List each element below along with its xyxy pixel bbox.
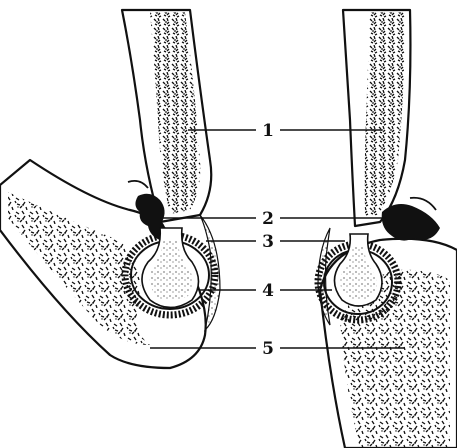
label-1: 1: [262, 121, 274, 141]
number-labels: 1 2 3 4 5: [262, 121, 274, 359]
right-elbow: [318, 10, 457, 448]
right-fat-pad: [382, 204, 440, 241]
left-elbow: [0, 10, 220, 368]
label-3: 3: [262, 232, 274, 252]
left-capsule-notch: [128, 181, 148, 188]
label-5: 5: [262, 339, 274, 359]
label-4: 4: [262, 281, 274, 301]
label-2: 2: [262, 209, 274, 229]
